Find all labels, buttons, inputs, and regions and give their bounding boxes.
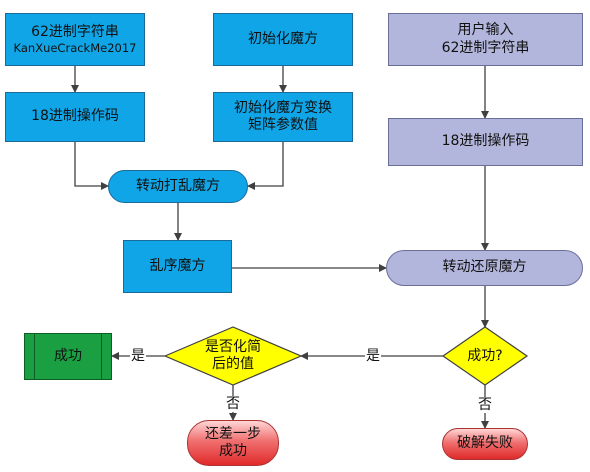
decision-simplified-check-line1: 是否化简: [205, 339, 261, 356]
edge-label-yes-simplified: 是: [365, 348, 381, 364]
node-crack-fail: 破解失败: [442, 428, 528, 460]
node-opcode18-right: 18进制操作码: [388, 118, 583, 166]
node-user-input: 用户输入 62进制字符串: [388, 13, 583, 66]
node-scrambled-cube: 乱序魔方: [123, 240, 232, 293]
node-one-step-away-line1: 还差一步: [205, 425, 261, 442]
edge-label-no-fail: 否: [477, 397, 493, 413]
node-crack-fail-label: 破解失败: [457, 435, 513, 452]
node-scramble-cube-label: 转动打乱魔方: [136, 177, 220, 194]
node-init-cube-label: 初始化魔方: [248, 30, 318, 47]
node-user-input-line1: 用户输入: [457, 22, 514, 38]
node-user-input-line2: 62进制字符串: [441, 39, 530, 56]
decision-simplified-check: 是否化简 后的值: [183, 332, 283, 380]
node-success-final: 成功: [24, 333, 112, 380]
node-init-cube: 初始化魔方: [213, 13, 353, 66]
node-one-step-away: 还差一步 成功: [187, 420, 279, 466]
node-one-step-away-line2: 成功: [219, 443, 247, 459]
node-restore-cube: 转动还原魔方: [386, 250, 583, 286]
decision-success-check-label: 成功?: [467, 347, 503, 364]
node-opcode18-right-label: 18进制操作码: [441, 133, 530, 150]
edge-label-yes-success: 是: [130, 348, 146, 364]
node-scrambled-cube-label: 乱序魔方: [149, 257, 206, 274]
node-opcode18-left: 18进制操作码: [5, 92, 145, 142]
decision-diamond-success: [441, 326, 529, 386]
node-init-matrix-line1: 初始化魔方变换: [234, 99, 332, 116]
node-init-matrix-line2: 矩阵参数值: [248, 117, 318, 133]
decision-success-check: 成功?: [445, 340, 525, 372]
decision-simplified-check-line2: 后的值: [212, 356, 254, 372]
node-input-62-string-line2: KanXueCrackMe2017: [13, 41, 137, 56]
edge-matrix-to-scramble: [247, 142, 284, 190]
node-restore-cube-label: 转动还原魔方: [442, 259, 527, 276]
node-input-62-string: 62进制字符串 KanXueCrackMe2017: [5, 13, 145, 66]
node-init-matrix: 初始化魔方变换 矩阵参数值: [213, 92, 353, 142]
node-opcode18-left-label: 18进制操作码: [31, 108, 119, 125]
edge-opcode18-to-scramble: [74, 142, 109, 190]
node-success-final-label: 成功: [54, 347, 82, 364]
node-input-62-string-line1: 62进制字符串: [31, 23, 119, 40]
node-scramble-cube: 转动打乱魔方: [108, 170, 248, 203]
decision-diamond-simplified: [163, 326, 303, 386]
edge-label-no-one-step: 否: [225, 396, 241, 412]
